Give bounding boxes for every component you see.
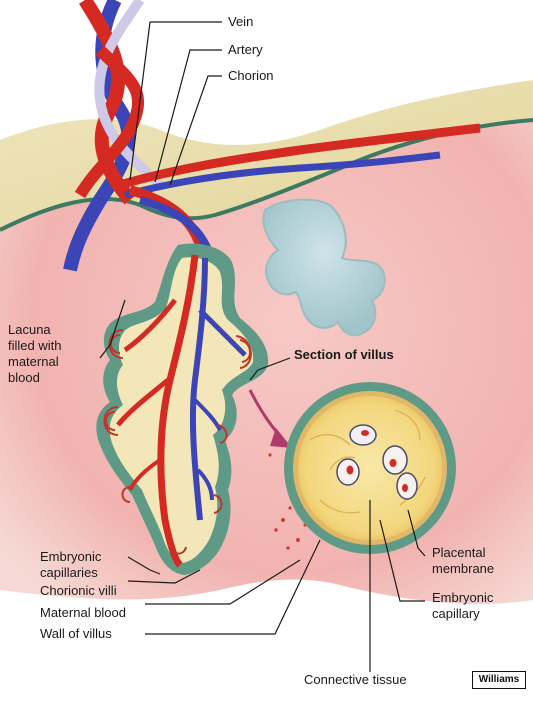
label-wall-of-villus: Wall of villus (40, 626, 112, 641)
label-embryonic-capillaries: Embryonic capillaries (40, 549, 102, 580)
label-section-of-villus: Section of villus (294, 347, 394, 362)
artist-credit: Williams (472, 671, 526, 689)
label-maternal-blood: Maternal blood (40, 605, 126, 620)
label-embryonic-capillary: Embryonic capillary (432, 590, 494, 621)
pale-villus (262, 198, 386, 337)
label-artery: Artery (228, 42, 263, 57)
label-chorion: Chorion (228, 68, 274, 83)
label-placental-membrane: Placental membrane (432, 545, 495, 576)
label-chorionic-villi: Chorionic villi (40, 583, 117, 598)
villus-section (284, 382, 456, 554)
label-connective-tissue: Connective tissue (304, 672, 407, 687)
leader-lines (99, 21, 426, 672)
label-lacuna: Lacuna filled with maternal blood (8, 322, 62, 385)
label-vein: Vein (228, 14, 254, 29)
villus-tree (96, 243, 269, 575)
